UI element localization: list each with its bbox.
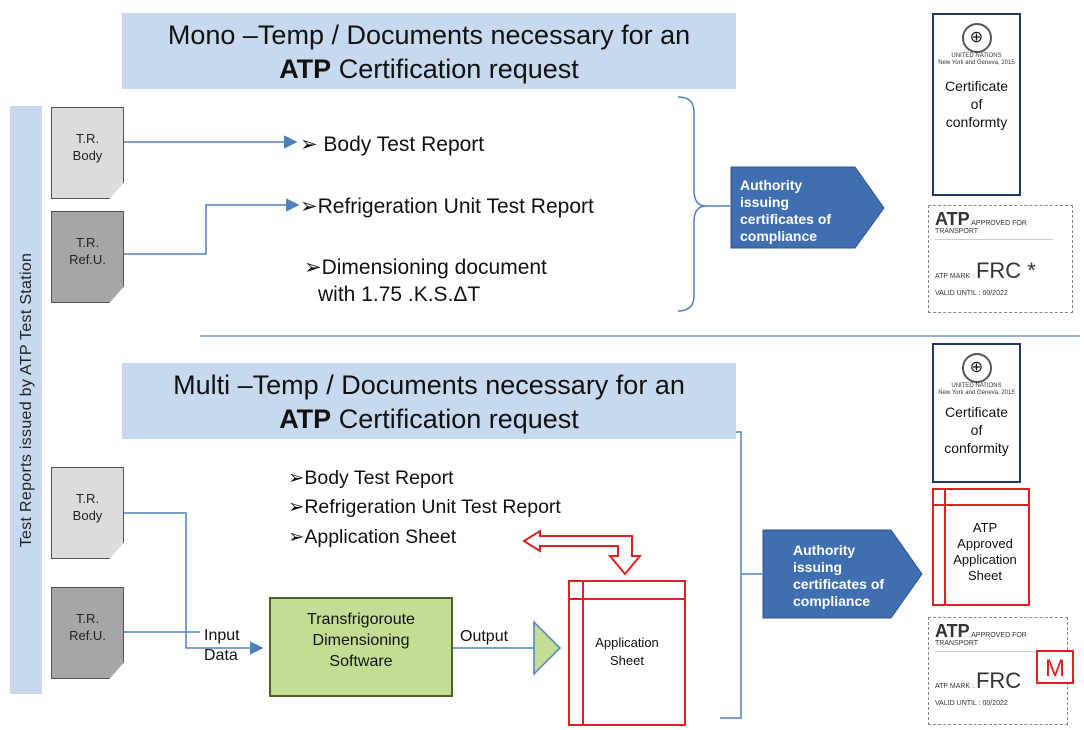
un-emblem-icon: ⊕ (961, 23, 992, 53)
un-emblem-icon: ⊕ (961, 353, 992, 383)
arrow-input-body (124, 512, 264, 655)
mono-certificate: ⊕ UNITED NATIONS New York and Geneva, 20… (932, 13, 1021, 196)
mono-item-dimensioning-2: with 1.75 .K.S.ΔT (318, 283, 481, 306)
mono-title: Mono –Temp / Documents necessary for an … (122, 13, 736, 89)
multi-title: Multi –Temp / Documents necessary for an… (122, 363, 736, 439)
mono-item-dimensioning: ➢Dimensioning document (304, 256, 547, 279)
output-label: Output (460, 628, 509, 645)
authority-shape-multi (762, 529, 923, 619)
multi-item-body: ➢Body Test Report (288, 467, 454, 489)
multi-doc-ref: T.R.Ref.U. (51, 587, 124, 679)
authority-shape-mono (730, 166, 885, 249)
red-arrow (522, 529, 643, 576)
mono-doc-ref: T.R.Ref.U. (51, 211, 124, 303)
mono-item-body: ➢ Body Test Report (300, 133, 485, 156)
multi-item-refrigeration: ➢Refrigeration Unit Test Report (288, 496, 561, 518)
multi-doc-body: T.R.Body (51, 467, 124, 559)
multi-certificate: ⊕ UNITED NATIONS New York and Geneva, 20… (932, 343, 1021, 483)
mono-atp-plate: ATP APPROVED FOR TRANSPORT ATP MARK : FR… (928, 205, 1073, 313)
mono-item-refrigeration: ➢Refrigeration Unit Test Report (300, 195, 594, 218)
multi-temp-badge: M (1036, 650, 1074, 684)
side-label: Test Reports issued by ATP Test Station (18, 252, 35, 548)
multi-item-application: ➢Application Sheet (288, 526, 457, 548)
side-bar (10, 106, 42, 694)
bracket-multi (720, 431, 742, 719)
output-triangle (533, 620, 562, 676)
arrow-ref-report (124, 198, 300, 255)
mono-doc-body: T.R.Body (51, 107, 124, 199)
brace-mono (677, 96, 707, 312)
